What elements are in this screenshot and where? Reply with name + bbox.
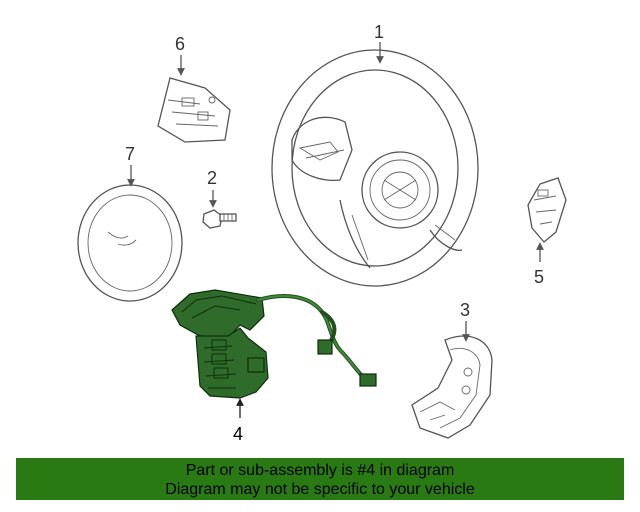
part-3-switch-cover[interactable] bbox=[411, 335, 493, 439]
callout-2: 2 bbox=[207, 168, 217, 188]
callout-4: 4 bbox=[233, 424, 243, 444]
part-5-bracket[interactable] bbox=[527, 177, 567, 243]
callout-6: 6 bbox=[175, 34, 185, 54]
callout-1: 1 bbox=[374, 22, 384, 42]
banner-line-1: Part or sub-assembly is #4 in diagram bbox=[185, 462, 455, 479]
part-4-switch-assembly[interactable] bbox=[171, 289, 377, 399]
footer-banner: Part or sub-assembly is #4 in diagram Di… bbox=[16, 458, 624, 500]
parts-diagram: 1 6 7 2 5 3 bbox=[77, 22, 567, 444]
part-1-steering-wheel[interactable] bbox=[271, 49, 479, 287]
callout-3: 3 bbox=[460, 300, 470, 320]
banner-line-2: Diagram may not be specific to your vehi… bbox=[165, 481, 475, 498]
part-6-switch-plate[interactable] bbox=[157, 77, 231, 143]
part-2-bolt[interactable] bbox=[202, 209, 237, 229]
callout-5: 5 bbox=[534, 267, 544, 287]
callout-7: 7 bbox=[125, 144, 135, 164]
part-7-horn-pad[interactable] bbox=[77, 184, 183, 302]
